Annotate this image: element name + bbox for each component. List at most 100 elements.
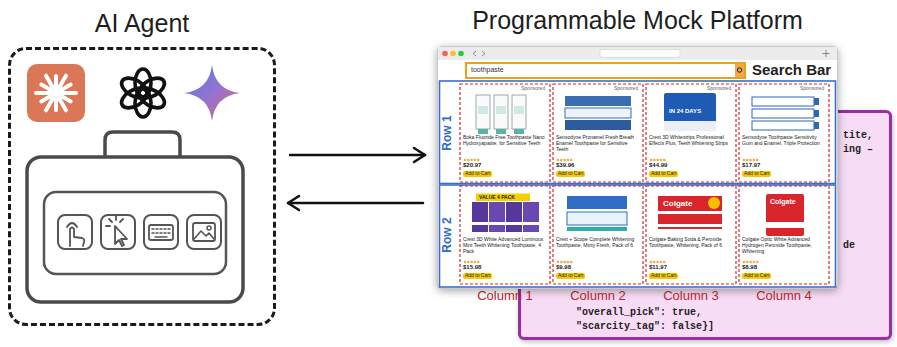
product-price: $9.98 (556, 264, 571, 271)
product-images (514, 129, 524, 134)
tool-icons (187, 215, 221, 249)
product-price: $15.98 (463, 264, 481, 271)
browser-chrome (458, 51, 464, 57)
json-line: "scarcity_tag": false}] (576, 321, 714, 333)
column-label: Column 1 (477, 289, 533, 304)
product-images (658, 214, 722, 229)
claude-logo (36, 76, 76, 111)
section-title: AI Agent (95, 9, 190, 38)
product-images (472, 202, 488, 232)
browser-chrome (438, 47, 837, 60)
product-images (766, 194, 804, 236)
arrow-head (414, 148, 425, 162)
card-outlines (553, 186, 643, 284)
product-images (489, 202, 505, 232)
card-outlines (739, 84, 829, 182)
product-title: Crest 3D White Advanced Luminous Mint Te… (463, 236, 547, 254)
search-bar (737, 68, 741, 72)
product-images (658, 196, 722, 211)
product-images (472, 222, 539, 225)
search-bar (466, 63, 745, 78)
sponsored-tag: Sponsored (800, 86, 824, 92)
product-images (514, 106, 524, 114)
row-label: Row 1 (441, 115, 455, 150)
rating-stars (650, 159, 666, 162)
rating-stars (557, 261, 573, 264)
flow-arrow (290, 148, 425, 162)
product-images (512, 95, 526, 129)
cart-button: Add to Cart (463, 273, 492, 280)
product-images (664, 121, 716, 131)
cart-button: Add to Cart (463, 171, 492, 178)
product-images (567, 196, 627, 209)
product-images (523, 202, 539, 232)
browser-chrome (600, 50, 680, 58)
package-text: IN 24 DAYS (669, 108, 701, 115)
product-images (658, 224, 722, 227)
product-title: Sensodyne Toothpaste Sensitivity Gum and… (742, 134, 826, 146)
row-outlines (440, 81, 836, 287)
product-price: $17.97 (742, 162, 760, 169)
claude-logo (27, 64, 85, 122)
browser-chrome (450, 51, 456, 57)
json-fragment: ing – (843, 144, 873, 156)
product-price: $20.97 (463, 162, 481, 169)
row-outlines (440, 81, 836, 184)
product-images (565, 120, 631, 130)
tool-icons (144, 215, 178, 249)
card-outlines (739, 186, 829, 284)
sponsored-tag: Sponsored (614, 86, 638, 92)
card-outlines (460, 84, 550, 182)
product-title: Sensodyne Pronamel Fresh Breath Enamel T… (556, 134, 640, 152)
product-images (814, 98, 819, 105)
product-images (476, 95, 490, 129)
tool-icons (193, 223, 215, 241)
product-title: Crest + Scope Complete Whitening Toothpa… (556, 236, 640, 248)
sponsored-tag: Sponsored (521, 86, 545, 92)
product-images (752, 121, 814, 130)
product-images (506, 202, 522, 232)
card-outlines (460, 84, 829, 284)
rating-stars (650, 261, 666, 264)
gemini-logo (184, 65, 240, 121)
product-images (766, 222, 804, 228)
cart-button: Add to Cart (649, 273, 678, 280)
arrow-line (290, 154, 425, 157)
browser-chrome (442, 51, 448, 57)
product-images (567, 227, 627, 231)
flow-arrow (288, 196, 423, 210)
search-bar (466, 63, 745, 78)
product-images (472, 93, 819, 236)
cart-button: Add to Cart (556, 171, 585, 178)
product-images (752, 109, 814, 118)
product-price: $44.99 (649, 162, 667, 169)
product-title: Boka Fluoride Free Toothpaste Nano Hydro… (463, 134, 547, 146)
product-title: Colgate Baking Soda & Peroxide Toothpast… (649, 236, 733, 248)
product-images (752, 97, 814, 106)
row-label: Row 2 (441, 217, 455, 252)
toolbox (44, 192, 226, 274)
column-label: Column 2 (570, 289, 626, 304)
tool-icons (106, 216, 127, 246)
toolbox (27, 157, 243, 302)
brand-text: Colgate (770, 198, 796, 206)
agent-container: AI Agent (8, 47, 276, 326)
tool-icons (207, 226, 211, 230)
search-bar (735, 64, 744, 77)
product-images (478, 129, 488, 134)
arrow-head (288, 196, 299, 210)
product-images (565, 96, 631, 106)
product-images (664, 93, 716, 131)
product-title: Colgate Optic White Advanced Hydrogen Pe… (742, 236, 826, 254)
toolbox (105, 132, 180, 157)
card-outlines (460, 186, 550, 284)
card-outlines (646, 84, 736, 182)
gemini-logo (184, 65, 240, 121)
product-title: Crest 3D Whitestrips Professional Effect… (649, 134, 733, 146)
tool-icons (58, 215, 221, 249)
row-outlines (440, 185, 836, 287)
rating-stars (464, 261, 480, 264)
tool-icons (67, 223, 84, 246)
tool-icons (58, 215, 92, 249)
